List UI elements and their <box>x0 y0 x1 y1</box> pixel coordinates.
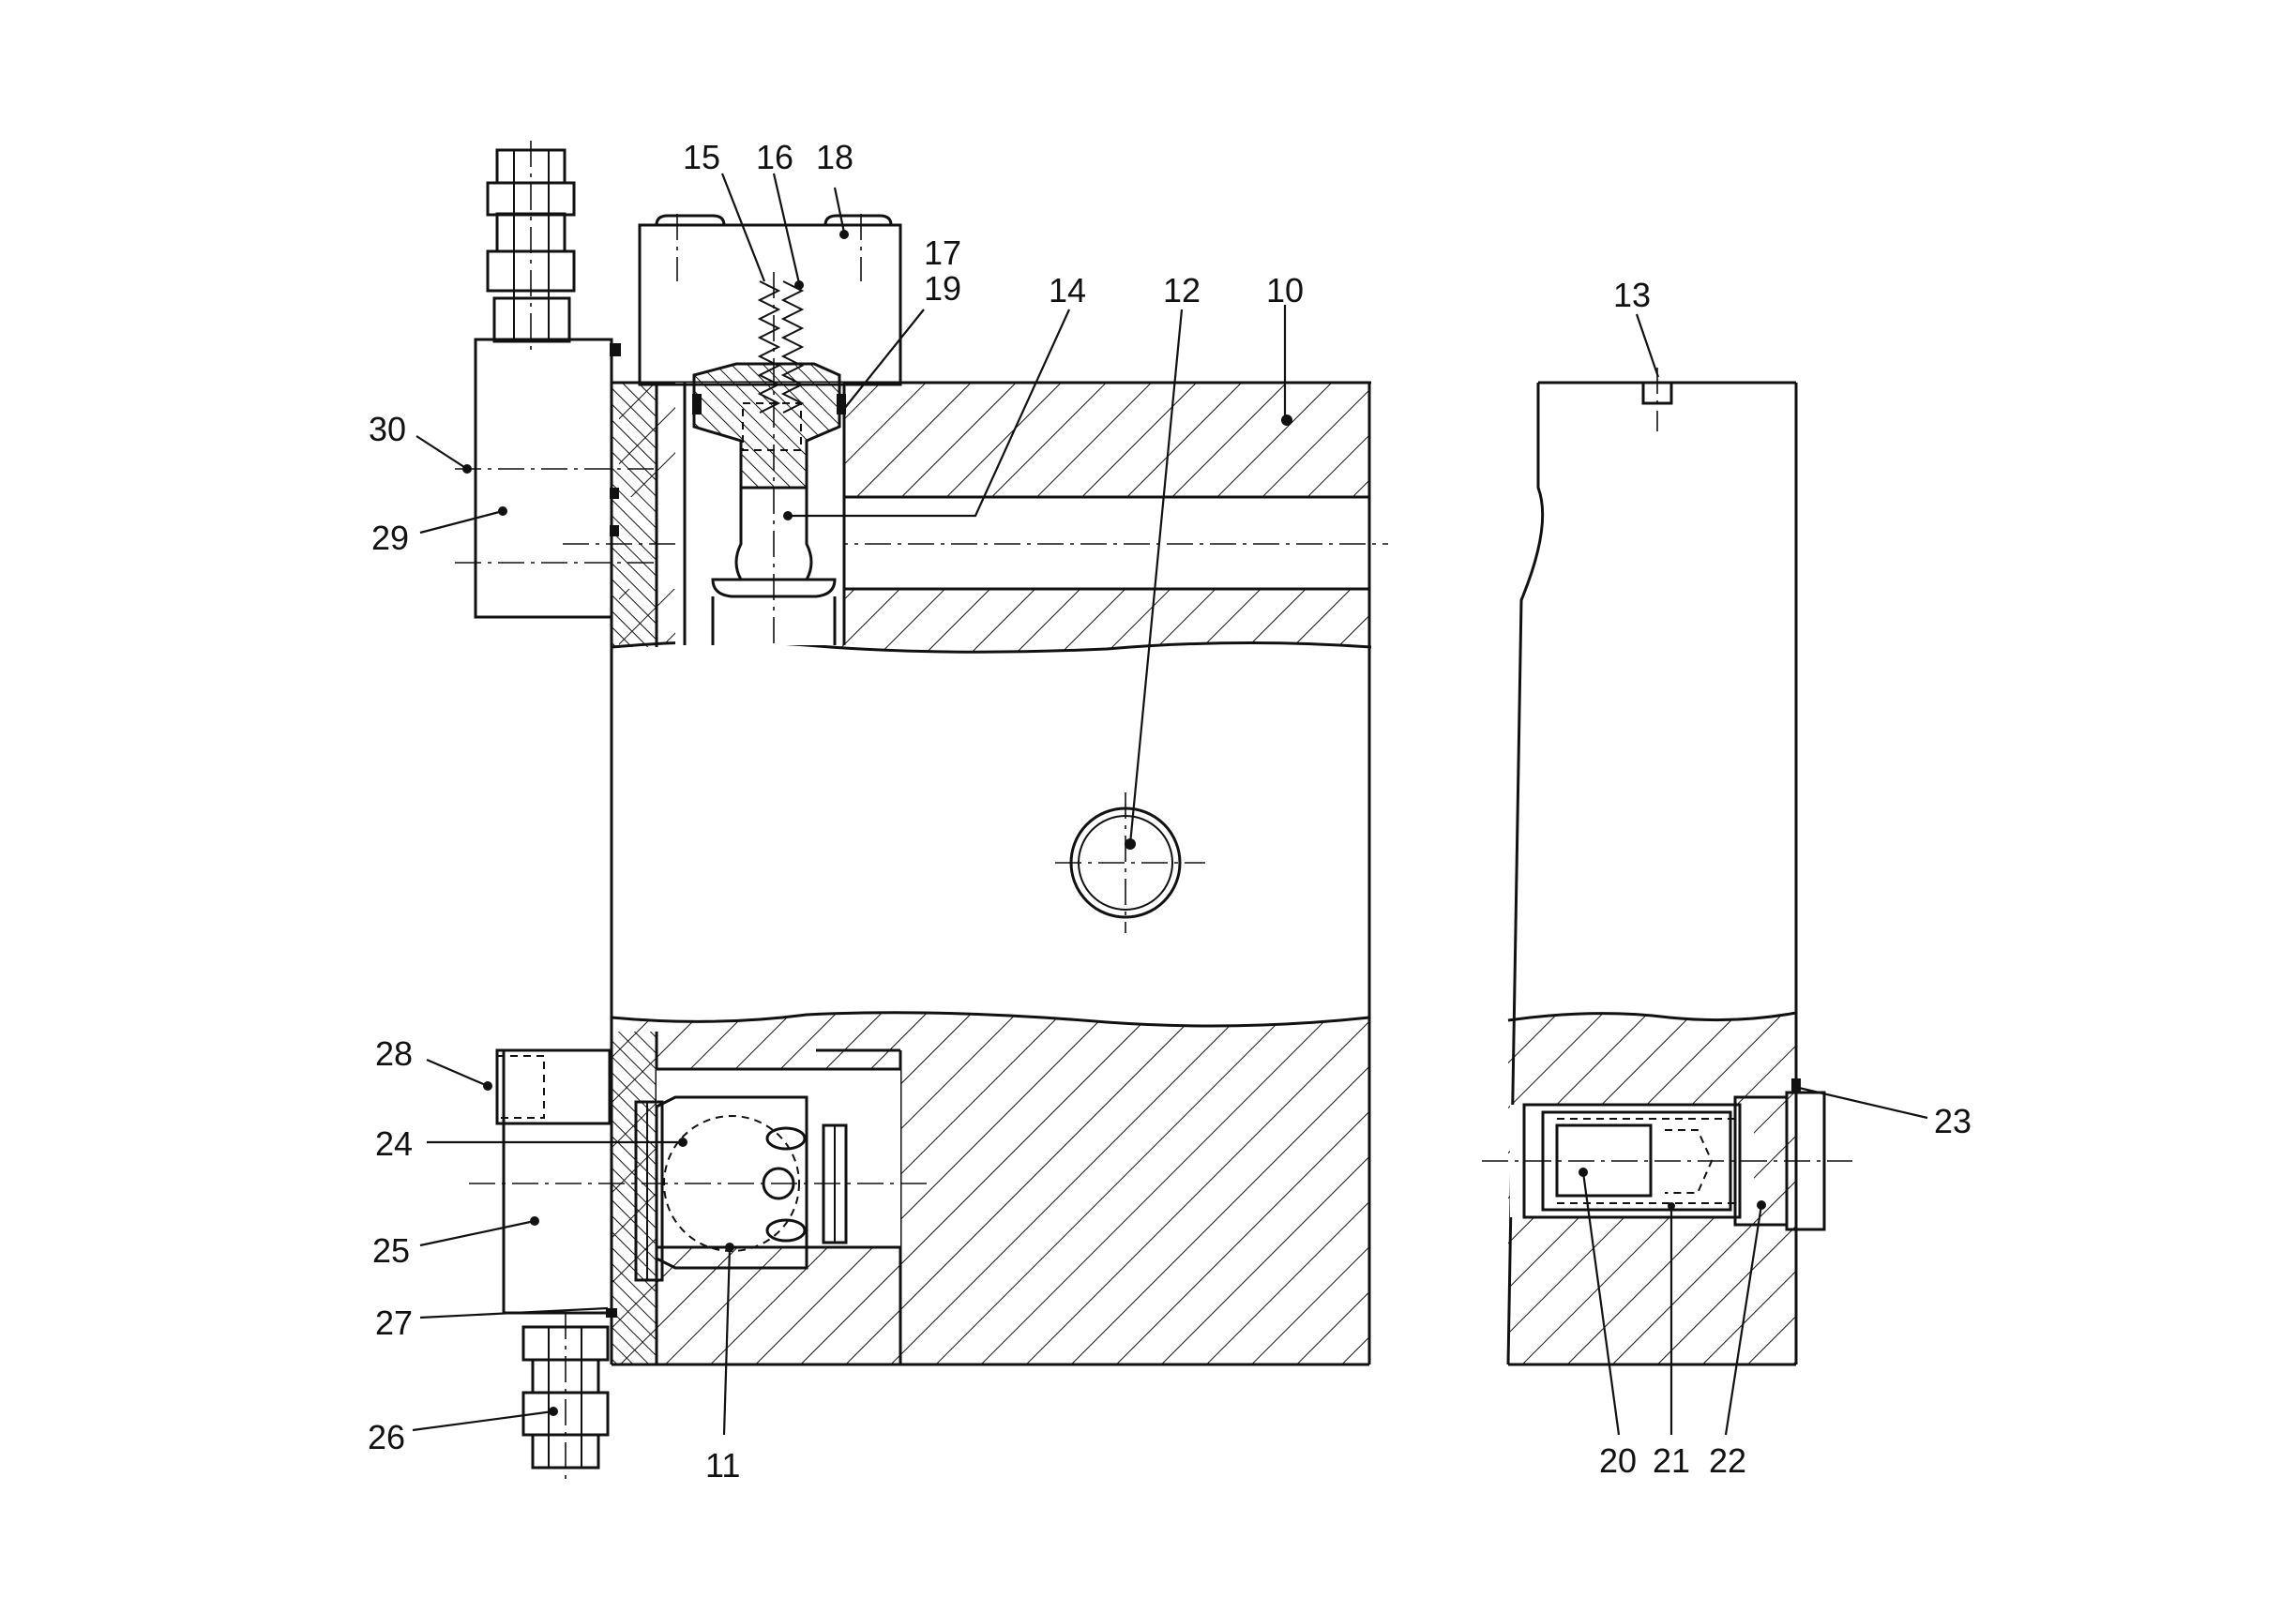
label-22: 22 <box>1709 1441 1746 1480</box>
label-20: 20 <box>1599 1441 1637 1480</box>
label-11: 11 <box>705 1446 740 1485</box>
label-15: 15 <box>683 138 720 176</box>
label-19: 19 <box>924 269 961 308</box>
label-21: 21 <box>1653 1441 1690 1480</box>
leader-lines <box>412 173 1928 1436</box>
label-27: 27 <box>375 1304 413 1342</box>
label-17: 17 <box>924 234 961 272</box>
label-28: 28 <box>375 1034 413 1073</box>
lower-left-valve <box>469 1032 929 1482</box>
relief-valve-assembly <box>638 214 902 647</box>
label-12: 12 <box>1163 271 1201 309</box>
label-29: 29 <box>371 519 409 557</box>
label-16: 16 <box>756 138 793 176</box>
label-25: 25 <box>372 1231 410 1270</box>
side-view <box>1482 368 1852 1366</box>
upper-left-fitting <box>455 141 658 647</box>
label-30: 30 <box>369 410 406 448</box>
label-24: 24 <box>375 1124 413 1163</box>
label-18: 18 <box>816 138 853 176</box>
reference-labels: 10 11 12 13 14 15 16 17 18 19 20 21 22 2… <box>368 138 1971 1485</box>
label-23: 23 <box>1934 1102 1971 1140</box>
label-10: 10 <box>1266 271 1304 309</box>
label-26: 26 <box>368 1418 405 1456</box>
label-14: 14 <box>1049 271 1086 309</box>
label-13: 13 <box>1613 276 1651 314</box>
